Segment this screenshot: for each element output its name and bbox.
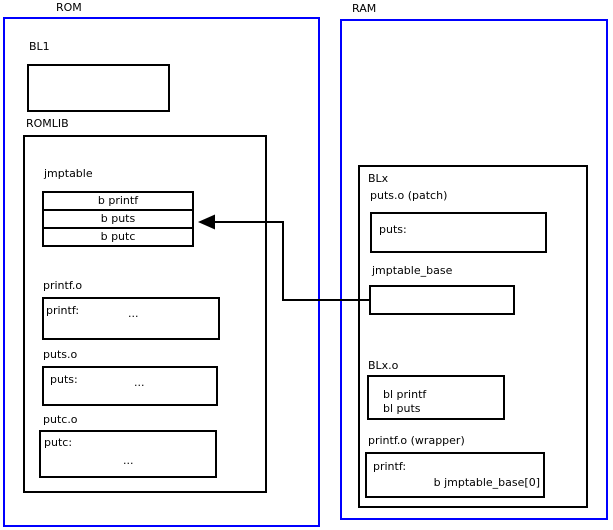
- puts-symbol: puts:: [50, 373, 78, 386]
- blx-o-line-bl-printf: bl printf: [383, 388, 427, 401]
- bl1-box: [27, 64, 170, 112]
- blx-o-box: bl printf bl puts: [367, 375, 505, 420]
- puts-o-label: puts.o: [43, 348, 78, 361]
- jmptable-row-b-printf: b printf: [42, 191, 194, 211]
- romlib-label: ROMLIB: [26, 117, 69, 130]
- jmptable-table: b printf b puts b putc: [42, 191, 194, 247]
- printf-o-box: printf: ...: [42, 297, 220, 340]
- ram-region-label: RAM: [352, 2, 377, 15]
- putc-symbol: putc:: [44, 436, 73, 449]
- puts-patch-box: puts:: [370, 212, 547, 253]
- putc-o-box: putc: ...: [39, 430, 217, 478]
- blx-o-label: BLx.o: [368, 359, 399, 372]
- jmptable-row-b-puts: b puts: [42, 209, 194, 229]
- jmptable-base-label: jmptable_base: [372, 264, 453, 277]
- puts-patch-symbol: puts:: [379, 223, 407, 236]
- printf-wrapper-symbol: printf:: [373, 460, 407, 473]
- printf-wrapper-label: printf.o (wrapper): [368, 434, 465, 447]
- puts-body-ellipsis: ...: [134, 376, 145, 389]
- printf-wrapper-box: printf: b jmptable_base[0]: [365, 452, 545, 498]
- puts-o-box: puts: ...: [42, 366, 218, 406]
- printf-body-ellipsis: ...: [128, 307, 139, 320]
- bl1-label: BL1: [29, 40, 50, 53]
- putc-body-ellipsis: ...: [123, 454, 134, 467]
- jmptable-row-b-putc: b putc: [42, 227, 194, 247]
- rom-region-label: ROM: [56, 1, 82, 14]
- jmptable-label: jmptable: [44, 167, 93, 180]
- putc-o-label: putc.o: [43, 413, 78, 426]
- printf-wrapper-body: b jmptable_base[0]: [433, 476, 540, 489]
- printf-o-label: printf.o: [43, 279, 83, 292]
- blx-o-line-bl-puts: bl puts: [383, 402, 421, 415]
- printf-symbol: printf:: [46, 304, 80, 317]
- blx-label: BLx: [368, 172, 389, 185]
- jmptable-base-box: [369, 285, 515, 315]
- puts-patch-label: puts.o (patch): [370, 189, 448, 202]
